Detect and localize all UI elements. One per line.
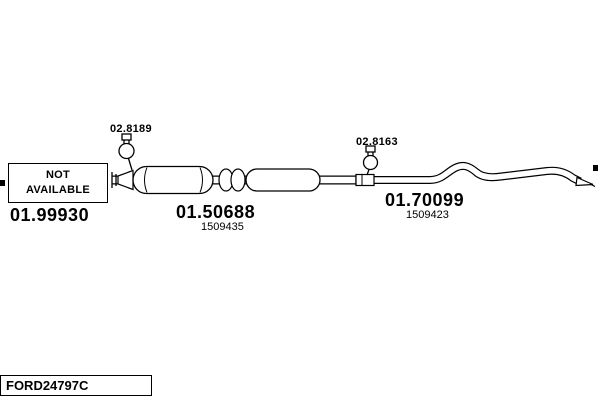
not-available-box: NOT AVAILABLE	[8, 163, 108, 203]
middle-silencer-drawing	[111, 165, 375, 195]
clamp-icon-028163	[362, 145, 379, 176]
drawing-code: FORD24797C	[6, 378, 89, 393]
clamp-number-028189[interactable]: 02.8189	[110, 123, 152, 135]
part-number-0199930[interactable]: 01.99930	[10, 205, 90, 225]
sub-number-1509435: 1509435	[201, 221, 244, 233]
part-number-0170099[interactable]: 01.70099	[385, 190, 465, 210]
left-edge-marker	[0, 180, 5, 186]
right-edge-marker	[593, 165, 598, 171]
part-number-0150688[interactable]: 01.50688	[176, 202, 256, 222]
not-available-line1: NOT	[45, 168, 71, 181]
clamp-icon-028189	[118, 133, 135, 171]
drawing-code-box: FORD24797C	[0, 375, 152, 396]
sub-number-1509423: 1509423	[406, 209, 449, 221]
not-available-line2: AVAILABLE	[25, 184, 90, 196]
clamp-number-028163[interactable]: 02.8163	[356, 136, 398, 148]
rear-pipe-drawing	[362, 161, 596, 188]
